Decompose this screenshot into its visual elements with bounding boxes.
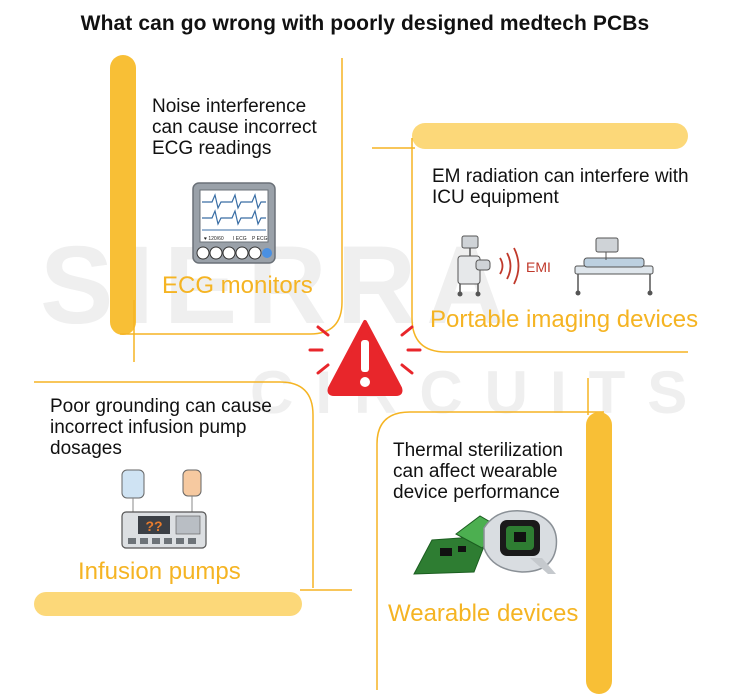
ecg-monitor-icon: ♥ 120/60 I ECG P ECG: [192, 182, 276, 264]
warning-icon: [308, 320, 422, 396]
emi-text: EMI: [526, 259, 551, 275]
panel-frame-infusion: [34, 381, 352, 616]
page-title: What can go wrong with poorly designed m…: [80, 12, 650, 35]
panel-frame-wearable: [376, 378, 612, 694]
ecg-description: Noise interference can cause incorrect E…: [152, 96, 317, 159]
ecg-label: ECG monitors: [162, 272, 313, 299]
panel-frame-imaging: [372, 123, 688, 353]
wearable-label: Wearable devices: [388, 600, 579, 627]
imaging-label: Portable imaging devices: [430, 306, 699, 333]
icu-equipment-icon: EMI: [457, 235, 654, 297]
infusion-label: Infusion pumps: [78, 558, 241, 585]
infusion-description: Poor grounding can cause incorrect infus…: [50, 396, 272, 459]
infusion-pump-icon: ??: [121, 469, 207, 549]
wearable-description: Thermal sterilization can affect wearabl…: [393, 440, 563, 503]
ecg-mode-text: P ECG: [252, 236, 268, 242]
ecg-lead-text: I ECG: [233, 236, 247, 242]
smartwatch-icon: [413, 510, 558, 575]
ecg-rate-text: ♥ 120/60: [204, 236, 224, 242]
pump-text: ??: [145, 518, 162, 534]
panel-frame-ecg: [110, 55, 343, 362]
imaging-description: EM radiation can interfere with ICU equi…: [432, 166, 689, 208]
